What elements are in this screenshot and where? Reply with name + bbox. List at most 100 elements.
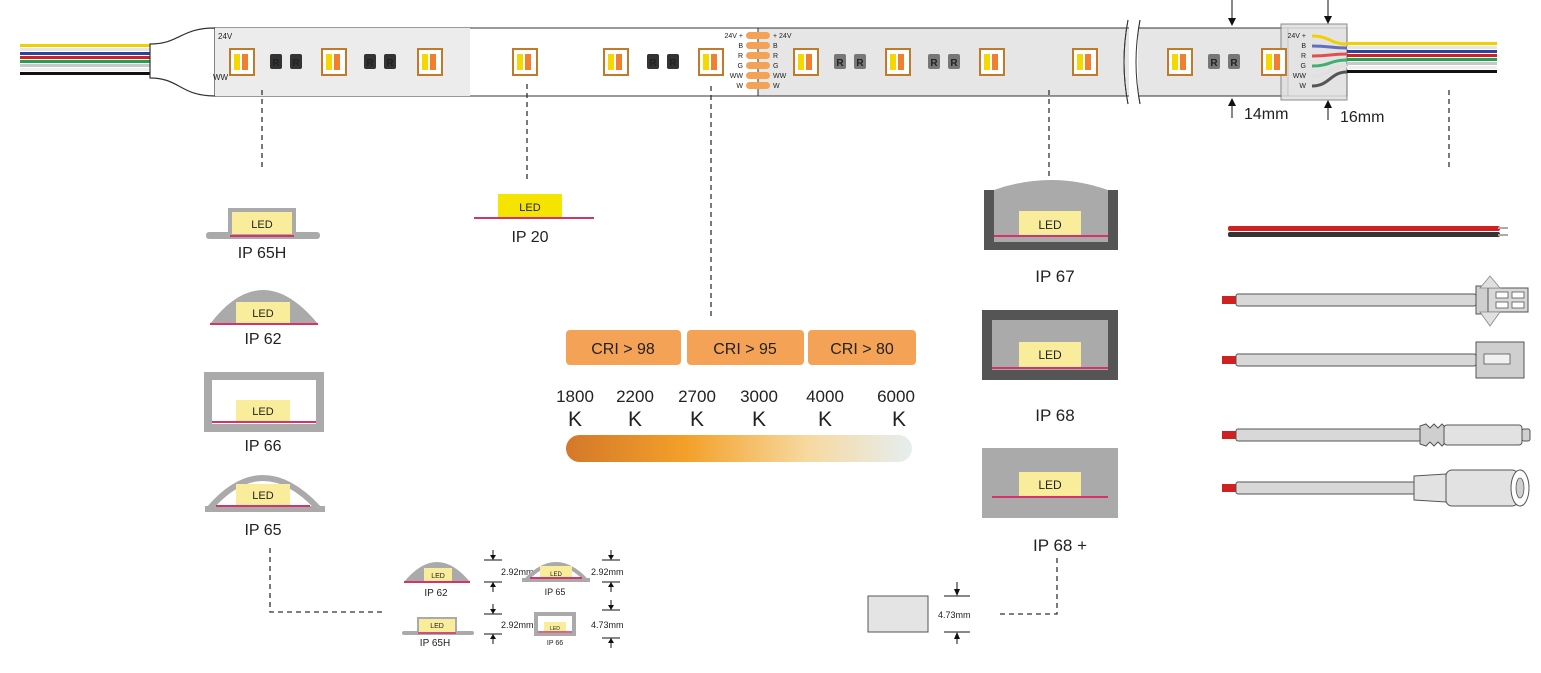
pad-label: R [738, 53, 743, 60]
led-chip [603, 48, 629, 76]
led-label: LED [1038, 348, 1062, 362]
pad-label: 24V + [1288, 33, 1307, 40]
solder-pads-center: 24V + B R G WW W + 24V B R G WW W [725, 32, 792, 90]
ip67-profile: LED IP 67 [984, 180, 1118, 286]
led-chip [793, 48, 819, 76]
color-temp-gradient-bar [566, 435, 912, 462]
left-cable [20, 27, 216, 97]
pad-label: B [773, 43, 778, 50]
pad-label: B [738, 43, 743, 50]
thickness-ip65: LED IP 65 2.92mm [522, 550, 624, 597]
right-cable [1347, 42, 1497, 73]
ip68plus-label: IP 68 + [1033, 536, 1087, 555]
thickness-ip68: 4.73mm [867, 582, 971, 644]
resistor-label: R [272, 58, 280, 69]
ip65h-small-label: IP 65H [420, 638, 450, 649]
thickness-ip62: LED IP 62 2.92mm [404, 550, 534, 599]
resistor-label: R [950, 58, 958, 69]
pad-label: R [773, 53, 778, 60]
resistor-label: R [386, 58, 394, 69]
ip68plus-profile: LED IP 68 + [982, 448, 1118, 555]
temp-1800: 1800 [556, 387, 594, 406]
thickness-ip66: LED IP 66 4.73mm [534, 600, 624, 648]
resistor-label: R [856, 58, 864, 69]
led-label: LED [252, 308, 273, 320]
led-label: LED [550, 626, 560, 632]
temp-unit: K [628, 408, 642, 431]
ip67-label: IP 67 [1035, 267, 1074, 286]
led-chip [1167, 48, 1193, 76]
connector-jst-male [1222, 275, 1529, 327]
pad-label: G [1301, 63, 1306, 70]
led-chip [512, 48, 538, 76]
ip65-profile: LED IP 65 [205, 475, 325, 539]
led-chip [979, 48, 1005, 76]
led-label: LED [519, 202, 540, 214]
led-label: LED [1038, 478, 1062, 492]
width-14mm: 14mm [1244, 106, 1288, 123]
cri-80-badge: CRI > 80 [830, 341, 894, 358]
pad-label: W [736, 83, 743, 90]
dashed-guides [261, 84, 1450, 615]
led-chip [885, 48, 911, 76]
temp-unit: K [690, 408, 704, 431]
pad-label: 24V + [725, 33, 744, 40]
ip68-profile: LED IP 68 [982, 310, 1118, 425]
led-label: LED [550, 572, 562, 578]
ip20-label: IP 20 [511, 229, 548, 246]
ip65-thickness: 2.92mm [591, 567, 624, 577]
led-label: LED [1038, 218, 1062, 232]
pad-label: WW [1293, 73, 1307, 80]
color-temp-labels: 1800 K 2200 K 2700 K 3000 K 4000 K 6000 … [556, 387, 915, 431]
resistor-label: R [1230, 58, 1238, 69]
pad-label: WW [773, 73, 787, 80]
ip66-small-label: IP 66 [547, 640, 563, 647]
temp-3000: 3000 [740, 387, 778, 406]
pad-label: + 24V [773, 33, 792, 40]
pad-label: WW [730, 73, 744, 80]
ip66-label: IP 66 [244, 438, 281, 455]
resistor-label: R [649, 58, 657, 69]
resistor-label: R [366, 58, 374, 69]
led-label: LED [252, 490, 273, 502]
pad-label: B [1301, 43, 1306, 50]
ip62-profile: LED IP 62 [210, 290, 318, 348]
connector-dc-female [1222, 469, 1530, 507]
cri-95-badge: CRI > 95 [713, 341, 777, 358]
chip-group [229, 48, 1287, 76]
ip62-label: IP 62 [244, 331, 281, 348]
resistor-group: R R R R R R R R R R R R [270, 54, 1240, 69]
resistor-label: R [292, 58, 300, 69]
cri-badges: CRI > 98 CRI > 95 CRI > 80 [566, 330, 916, 365]
cri-98-badge: CRI > 98 [591, 341, 655, 358]
led-chip [229, 48, 255, 76]
resistor-label: R [1210, 58, 1218, 69]
led-label: LED [251, 219, 272, 231]
ip20-profile: LED IP 20 [474, 194, 594, 246]
temp-4000: 4000 [806, 387, 844, 406]
pad-label: W [773, 83, 780, 90]
ip66-profile: LED IP 66 [204, 372, 324, 455]
led-chip [1072, 48, 1098, 76]
pad-label: G [738, 63, 743, 70]
left-end-ww: WW [213, 73, 229, 82]
resistor-label: R [836, 58, 844, 69]
connector-bare-wire [1228, 226, 1508, 237]
ip62-small-label: IP 62 [424, 588, 448, 599]
led-chip [417, 48, 443, 76]
ip66-thickness: 4.73mm [591, 620, 624, 630]
led-label: LED [431, 573, 445, 580]
temp-2200: 2200 [616, 387, 654, 406]
temp-6000: 6000 [877, 387, 915, 406]
led-label: LED [430, 623, 444, 630]
ip65h-label: IP 65H [238, 245, 287, 262]
led-chip [1261, 48, 1287, 76]
ip68-thickness: 4.73mm [938, 610, 971, 620]
temp-2700: 2700 [678, 387, 716, 406]
temp-unit: K [892, 408, 906, 431]
led-chip [698, 48, 724, 76]
connector-jst-female [1222, 341, 1525, 379]
pad-label: G [773, 63, 778, 70]
ip65h-profile: LED IP 65H [206, 208, 320, 262]
